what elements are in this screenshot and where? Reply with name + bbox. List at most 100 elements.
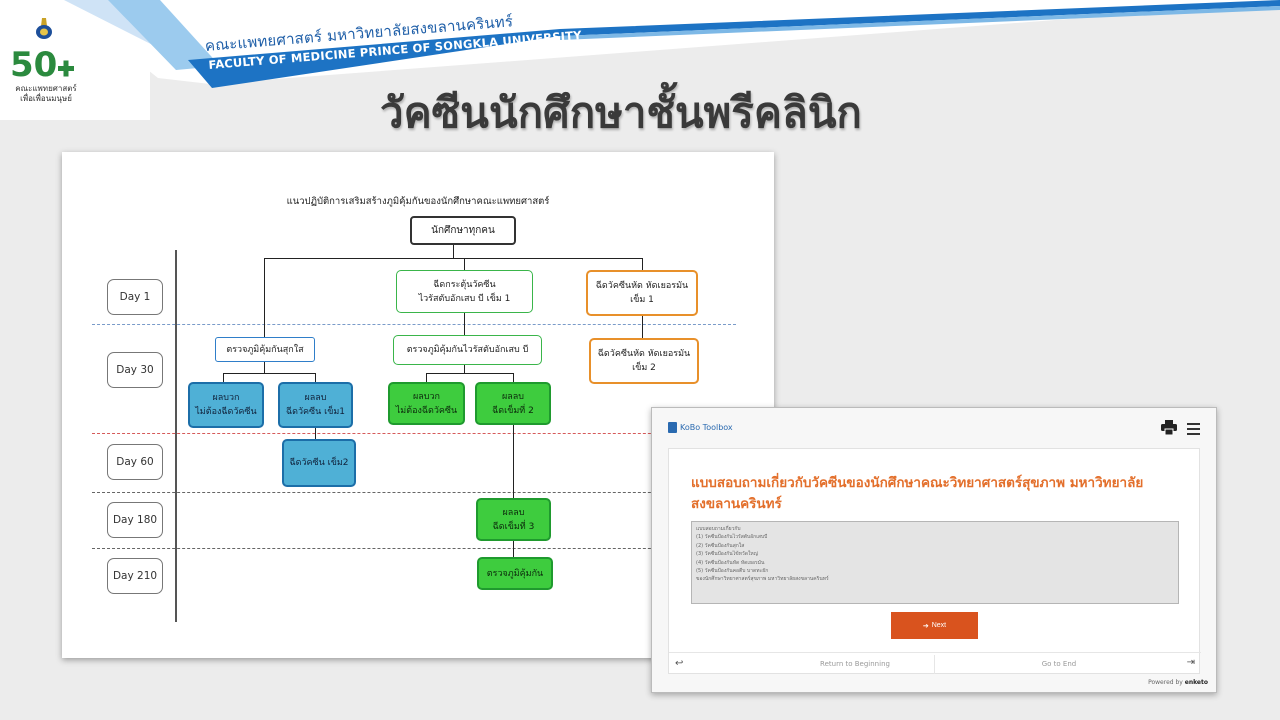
connector	[264, 362, 265, 373]
node-label: ไวรัสตับอักเสบ บี เข็ม 1	[418, 293, 511, 304]
connector	[223, 373, 315, 374]
connector	[464, 258, 465, 270]
arrow-right-icon: ➔	[922, 622, 929, 630]
node-label: ผลลบ	[502, 507, 525, 518]
node-varicella-dose2: ฉีดวัคซีน เข็ม2	[282, 439, 356, 487]
connector	[315, 373, 316, 382]
powered-brand: enketo	[1184, 679, 1208, 686]
next-button-label: Next	[931, 622, 947, 629]
kobo-brand: KoBo Toolbox	[680, 423, 733, 432]
connector	[464, 365, 465, 373]
node-label: นักศึกษาทุกคน	[431, 224, 495, 236]
connector	[264, 258, 265, 338]
node-label: ตรวจภูมิคุ้มกันไวรัสตับอักเสบ บี	[406, 345, 529, 355]
node-label: ฉีดกระตุ้นวัคซีน	[433, 279, 496, 290]
powered-by: Powered by enketo	[1148, 679, 1208, 686]
survey-intro-line: แบบสอบถามเกี่ยวกับ	[696, 526, 741, 532]
kobo-logo-icon	[668, 422, 677, 433]
survey-intro-line: (2) วัคซีนป้องกันสุกใส	[696, 542, 745, 549]
connector	[513, 541, 514, 557]
survey-navigation: ↩ Return to Beginning Go to End ⇥	[669, 652, 1201, 675]
node-all-students: นักศึกษาทุกคน	[410, 216, 516, 245]
survey-intro-line: (5) วัคซีนป้องกันคอตีบ บาดทะยัก	[696, 568, 769, 575]
connector	[642, 316, 643, 338]
page-title: วัคซีนนักศึกษาชั้นพรีคลินิก	[380, 88, 862, 137]
node-label: ตรวจภูมิคุ้มกันสุกใส	[226, 344, 304, 355]
day-label: Day 60	[107, 444, 163, 480]
node-label: ฉีดเข็มที่ 2	[492, 405, 534, 416]
survey-intro-box: แบบสอบถามเกี่ยวกับ (1) วัคซีนป้องกันไวรั…	[691, 521, 1179, 604]
survey-intro-line: (4) วัคซีนป้องกันหัด หัดเยอรมัน	[696, 559, 765, 566]
kobo-toolbar	[1161, 420, 1200, 439]
connector	[464, 312, 465, 336]
node-hepb-dose3: ผลลบฉีดเข็มที่ 3	[476, 498, 551, 541]
day-separator	[92, 324, 736, 325]
day-separator	[92, 433, 736, 434]
survey-panel: แบบสอบถามเกี่ยวกับวัคซีนของนักศึกษาคณะวิ…	[668, 448, 1201, 675]
connector	[426, 373, 513, 374]
survey-intro-line: (1) วัคซีนป้องกันไวรัสตับอักเสบบี	[696, 534, 768, 541]
logo-number: 50	[10, 45, 57, 85]
node-label: ผลบวก	[212, 393, 240, 403]
node-label: ไม่ต้องฉีดวัคซีน	[195, 407, 257, 417]
connector	[223, 373, 224, 382]
connector	[426, 373, 427, 382]
day-label: Day 30	[107, 352, 163, 388]
banner-stripes	[0, 0, 1280, 120]
logo-caption-line2: เพื่อเพื่อนมนุษย์	[20, 94, 72, 103]
survey-intro-line: (3) วัคซีนป้องกันไข้หวัดใหญ่	[696, 551, 758, 558]
node-label: ฉีดวัคซีนหัด หัดเยอรมัน	[597, 349, 691, 359]
node-mmr-dose1: ฉีดวัคซีนหัด หัดเยอรมันเข็ม 1	[586, 270, 698, 316]
node-hepb-positive: ผลบวกไม่ต้องฉีดวัคซีน	[388, 382, 465, 425]
day-label: Day 210	[107, 558, 163, 594]
day-label: Day 180	[107, 502, 163, 538]
logo-caption: คณะแพทยศาสตร์ เพื่อเพื่อนมนุษย์	[8, 84, 84, 104]
node-label: ไม่ต้องฉีดวัคซีน	[395, 405, 458, 416]
node-label: ผลบวก	[412, 391, 440, 402]
survey-intro-line: ของนักศึกษาวิทยาศาสตร์สุขภาพ มหาวิทยาลัย…	[696, 576, 829, 583]
connector	[453, 244, 454, 258]
node-label: ฉีดวัคซีน เข็ม2	[289, 458, 349, 468]
day-separator	[92, 548, 736, 549]
node-hepb-dose1: ฉีดกระตุ้นวัคซีนไวรัสตับอักเสบ บี เข็ม 1	[396, 270, 533, 313]
node-mmr-dose2: ฉีดวัคซีนหัด หัดเยอรมันเข็ม 2	[589, 338, 699, 384]
next-button[interactable]: ➔ Next	[891, 612, 978, 639]
powered-label: Powered by	[1148, 679, 1183, 686]
node-label: เข็ม 2	[632, 363, 656, 373]
connector	[264, 258, 642, 259]
menu-icon[interactable]	[1187, 420, 1200, 439]
kobo-survey-window: KoBo Toolbox แบบสอบถามเกี่ยวกับวัคซีนของ…	[651, 407, 1217, 693]
day-separator	[92, 492, 736, 493]
node-label: ผลลบ	[304, 393, 327, 403]
node-hepb-test: ตรวจภูมิคุ้มกันไวรัสตับอักเสบ บี	[393, 335, 542, 365]
node-label: ตรวจภูมิคุ้มกัน	[486, 568, 544, 579]
node-label: ฉีดเข็มที่ 3	[492, 521, 535, 532]
kobo-logo: KoBo Toolbox	[668, 422, 733, 433]
node-label: ผลลบ	[501, 391, 525, 402]
back-arrow-icon[interactable]: ↩	[675, 658, 684, 669]
node-label: ฉีดวัคซีน เข็ม1	[285, 407, 346, 417]
go-to-end-link[interactable]: Go to End	[1041, 660, 1077, 668]
timeline-axis	[175, 250, 177, 622]
flowchart-title: แนวปฏิบัติการเสริมสร้างภูมิคุ้มกันของนัก…	[286, 196, 550, 207]
end-arrow-icon[interactable]: ⇥	[1186, 657, 1195, 668]
connector	[513, 373, 514, 382]
header-banner: 50 คณะแพทยศาสตร์ เพื่อเพื่อนมนุษย์ คณะแพ…	[0, 0, 1280, 120]
node-varicella-positive: ผลบวกไม่ต้องฉีดวัคซีน	[188, 382, 264, 428]
node-varicella-test: ตรวจภูมิคุ้มกันสุกใส	[215, 337, 315, 362]
logo-caption-line1: คณะแพทยศาสตร์	[15, 84, 77, 93]
connector	[513, 425, 514, 498]
node-label: ฉีดวัคซีนหัด หัดเยอรมัน	[595, 281, 689, 291]
node-hepb-final-test: ตรวจภูมิคุ้มกัน	[477, 557, 553, 590]
day-label: Day 1	[107, 279, 163, 315]
nav-divider	[934, 655, 935, 674]
survey-title: แบบสอบถามเกี่ยวกับวัคซีนของนักศึกษาคณะวิ…	[691, 475, 1144, 512]
node-hepb-negative: ผลลบฉีดเข็มที่ 2	[475, 382, 551, 425]
connector	[315, 428, 316, 439]
faculty-logo: 50	[8, 14, 80, 114]
print-icon[interactable]	[1161, 420, 1177, 439]
node-label: เข็ม 1	[630, 295, 654, 305]
logo-50-emblem: 50	[10, 18, 74, 85]
return-to-beginning-link[interactable]: Return to Beginning	[820, 660, 890, 668]
node-varicella-negative: ผลลบฉีดวัคซีน เข็ม1	[278, 382, 353, 428]
